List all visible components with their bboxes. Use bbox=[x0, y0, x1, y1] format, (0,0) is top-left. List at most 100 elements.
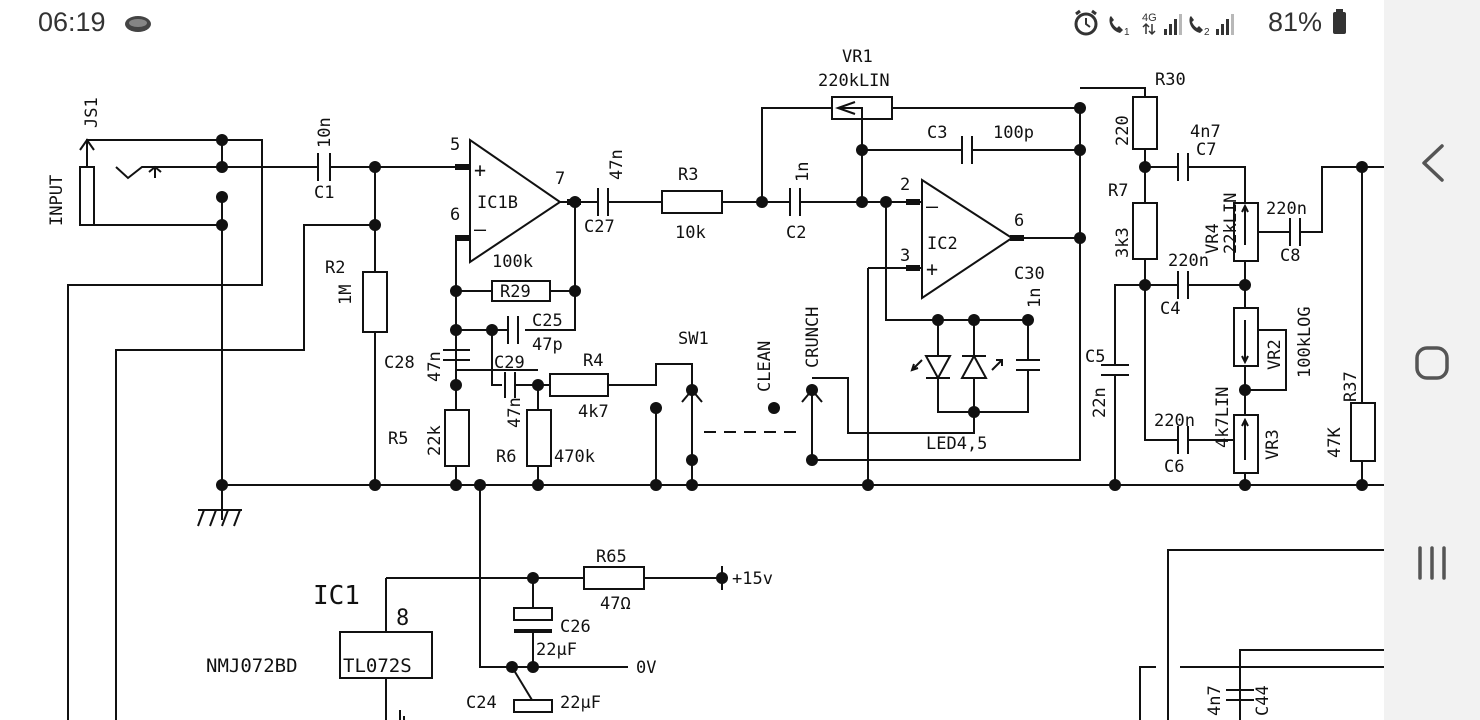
label-r2: R2 bbox=[325, 258, 345, 278]
label-vr2-value: 100kLOG bbox=[1295, 306, 1315, 378]
ic2-plus-sign: + bbox=[926, 257, 938, 281]
label-c27-value: 47n bbox=[607, 149, 627, 180]
label-c1-value: 10n bbox=[315, 117, 335, 148]
label-c7: C7 bbox=[1196, 140, 1216, 160]
signal-2-icon bbox=[1216, 14, 1234, 35]
label-c3-value: 100p bbox=[993, 123, 1034, 143]
label-ic1-part: NMJ072BD bbox=[206, 655, 298, 677]
label-vr1: VR1 bbox=[842, 47, 873, 67]
label-c30-value: 1n bbox=[1025, 288, 1045, 308]
label-vr3: VR3 bbox=[1263, 429, 1283, 460]
label-pin3: 3 bbox=[900, 246, 910, 266]
label-c2-value: 1n bbox=[793, 162, 813, 182]
label-r30: R30 bbox=[1155, 70, 1186, 90]
label-r3: R3 bbox=[678, 165, 698, 185]
home-square-icon bbox=[1415, 346, 1449, 380]
label-c25-value: 47p bbox=[532, 335, 563, 355]
label-vr2: VR2 bbox=[1265, 339, 1285, 370]
label-r4: R4 bbox=[583, 351, 603, 371]
label-c29: C29 bbox=[494, 353, 525, 373]
label-r37: R37 bbox=[1341, 371, 1361, 402]
label-ic1b: IC1B bbox=[477, 193, 518, 213]
label-pin5: 5 bbox=[450, 135, 460, 155]
label-pin2: 2 bbox=[900, 175, 910, 195]
label-c6: C6 bbox=[1164, 457, 1184, 477]
label-c1: C1 bbox=[314, 183, 334, 203]
label-c44-value: 4n7 bbox=[1205, 685, 1225, 716]
label-pin6: 6 bbox=[450, 205, 460, 225]
label-r30-value: 220 bbox=[1113, 115, 1133, 146]
label-vr3-value: 4k7LIN bbox=[1213, 387, 1233, 448]
recents-bars-icon bbox=[1418, 546, 1446, 580]
svg-text:1: 1 bbox=[1124, 27, 1130, 38]
label-c5: C5 bbox=[1085, 347, 1105, 367]
label-pin7: 7 bbox=[555, 169, 565, 189]
label-c27: C27 bbox=[584, 217, 615, 237]
label-vr4: VR4 bbox=[1203, 223, 1223, 254]
label-crunch: CRUNCH bbox=[803, 307, 823, 368]
alarm-icon bbox=[1074, 9, 1098, 36]
svg-text:4G: 4G bbox=[1142, 12, 1157, 24]
label-c28: C28 bbox=[384, 353, 415, 373]
label-pin8: 8 bbox=[396, 606, 409, 631]
svg-text:2: 2 bbox=[1204, 27, 1210, 38]
label-c4: C4 bbox=[1160, 299, 1180, 319]
recents-button[interactable] bbox=[1384, 508, 1480, 618]
4g-data-icon: 4G bbox=[1142, 12, 1157, 36]
label-c8-value: 220n bbox=[1266, 199, 1307, 219]
circuit-schematic: + – – + JS1 INPUT 10n C1 R2 1M 5 6 7 IC1… bbox=[47, 47, 1384, 720]
label-r65: R65 bbox=[596, 547, 627, 567]
label-c25: C25 bbox=[532, 311, 563, 331]
label-input: INPUT bbox=[47, 175, 67, 226]
wifi-call-2-icon: 2 bbox=[1189, 16, 1210, 38]
label-c5-value: 22n bbox=[1090, 387, 1110, 418]
label-c26-value: 22μF bbox=[536, 640, 577, 660]
label-r7: R7 bbox=[1108, 181, 1128, 201]
label-r3-value: 10k bbox=[675, 223, 706, 243]
label-c24: C24 bbox=[466, 693, 497, 713]
label-c28-value: 47n bbox=[425, 351, 445, 382]
status-icons: 1 4G 2 bbox=[1074, 9, 1234, 38]
label-c44: C44 bbox=[1253, 685, 1273, 716]
battery-percent: 81% bbox=[1268, 7, 1323, 37]
label-clean: CLEAN bbox=[755, 341, 775, 392]
signal-1-icon bbox=[1164, 14, 1182, 35]
label-ic2: IC2 bbox=[927, 234, 958, 254]
label-r5-value: 22k bbox=[425, 425, 445, 456]
label-r6: R6 bbox=[496, 447, 516, 467]
label-ic2-pin6: 6 bbox=[1014, 211, 1024, 231]
label-js1: JS1 bbox=[82, 97, 102, 128]
label-r2-value: 1M bbox=[336, 285, 356, 305]
home-button[interactable] bbox=[1384, 308, 1480, 418]
label-r37-value: 47K bbox=[1325, 427, 1345, 458]
label-c8: C8 bbox=[1280, 246, 1300, 266]
label-r5: R5 bbox=[388, 429, 408, 449]
ic1b-minus-sign: – bbox=[474, 217, 487, 241]
label-c6-value: 220n bbox=[1154, 411, 1195, 431]
label-sw1: SW1 bbox=[678, 329, 709, 349]
label-led: LED4,5 bbox=[926, 434, 987, 454]
ic1b-plus-sign: + bbox=[474, 158, 486, 182]
label-ic1-chip: TL072S bbox=[343, 655, 412, 677]
label-c29-value: 47n bbox=[505, 397, 525, 428]
label-c26: C26 bbox=[560, 617, 591, 637]
label-r29-value: 100k bbox=[492, 252, 533, 272]
label-c2: C2 bbox=[786, 223, 806, 243]
label-r7-value: 3k3 bbox=[1113, 227, 1133, 258]
label-c30: C30 bbox=[1014, 264, 1045, 284]
wifi-call-1-icon: 1 bbox=[1109, 16, 1130, 38]
label-plus15v: +15v bbox=[732, 569, 773, 589]
navigation-bar bbox=[1384, 0, 1480, 720]
label-r6-value: 470k bbox=[554, 447, 595, 467]
back-button[interactable] bbox=[1384, 108, 1480, 218]
label-c3: C3 bbox=[927, 123, 947, 143]
cloud-icon bbox=[125, 16, 151, 32]
label-vr1-value: 220kLIN bbox=[818, 71, 890, 91]
ic2-minus-sign: – bbox=[926, 194, 939, 218]
label-vr4-value: 22kLIN bbox=[1221, 193, 1241, 254]
label-r65-value: 47Ω bbox=[600, 594, 631, 614]
label-c24-value: 22μF bbox=[560, 693, 601, 713]
label-r29: R29 bbox=[500, 282, 531, 302]
label-c7-value: 4n7 bbox=[1190, 122, 1221, 142]
label-ic1: IC1 bbox=[313, 581, 360, 611]
